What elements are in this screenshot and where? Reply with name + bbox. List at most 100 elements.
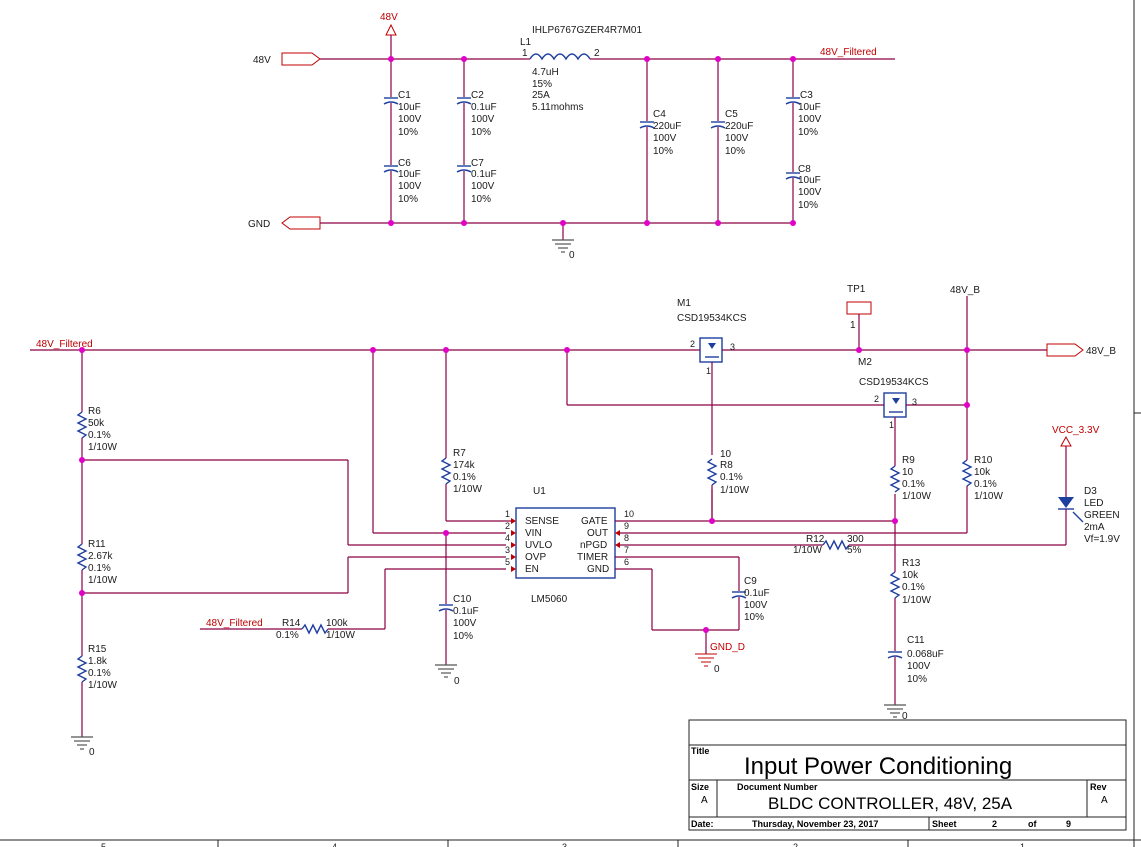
- l1-pin1: 1: [522, 48, 528, 59]
- ground-label-top: 0: [569, 250, 575, 261]
- c8-value: 10uF: [798, 175, 821, 186]
- cap-column-c3-c8: [785, 59, 801, 223]
- r6-tol: 0.1%: [88, 430, 111, 441]
- title-label: Title: [691, 746, 709, 756]
- r11-value: 2.67k: [88, 551, 113, 562]
- c4-volt: 100V: [653, 133, 677, 144]
- c6-volt: 100V: [398, 181, 422, 192]
- r14-tol: 0.1%: [276, 630, 299, 641]
- rev-value: A: [1101, 795, 1108, 806]
- r12-ref: R12: [806, 534, 825, 545]
- u1-num-8: 8: [624, 533, 629, 543]
- sheet-title: Input Power Conditioning: [744, 753, 1012, 780]
- u1-pin-out: OUT: [587, 528, 608, 539]
- u1-pin-sense: SENSE: [525, 516, 559, 527]
- m2-pin1: 1: [889, 420, 894, 430]
- date-label: Date:: [691, 819, 714, 829]
- c8-ref: C8: [798, 164, 811, 175]
- c9-ref: C9: [744, 576, 757, 587]
- c1-ref: C1: [398, 90, 411, 101]
- r15-ref: R15: [88, 644, 107, 655]
- port-gnd[interactable]: GND: [248, 216, 321, 230]
- cap-c3-labels: C3 10uF 100V 10%: [798, 90, 822, 138]
- cap-c8-labels: C8 10uF 100V 10%: [798, 164, 822, 211]
- ground-symbol-c11: 0: [884, 704, 908, 722]
- u1-pin-gnd: GND: [587, 564, 609, 575]
- ic-u1: U1 SENSE VIN UVLO OVP EN GATE OUT nPGD T…: [505, 486, 634, 605]
- c1-tol: 10%: [398, 127, 418, 138]
- l1-dcr: 5.11mohms: [532, 102, 584, 113]
- led-d3: VCC_3.3V D3 LED GREEN 2mA Vf=1.9V: [1052, 425, 1120, 545]
- r8-ref: R8: [720, 460, 733, 471]
- c10-volt: 100V: [453, 618, 477, 629]
- c7-volt: 100V: [471, 181, 495, 192]
- r10-value: 10k: [974, 467, 991, 478]
- u1-num-2: 2: [505, 521, 510, 531]
- resistor-r10: R10 10k 0.1% 1/10W: [961, 455, 1003, 502]
- u1-pin-ovp: OVP: [525, 552, 546, 563]
- c5-tol: 10%: [725, 146, 745, 157]
- u1-num-1: 1: [505, 509, 510, 519]
- ground-symbol-gnd-d: GND_D 0: [695, 642, 745, 675]
- l1-value: 4.7uH: [532, 67, 559, 78]
- of-label: of: [1028, 819, 1037, 829]
- capacitor-c10: C10 0.1uF 100V 10%: [438, 594, 479, 642]
- m1-part: CSD19534KCS: [677, 313, 747, 324]
- c2-value: 0.1uF: [471, 102, 497, 113]
- u1-pin-gate: GATE: [581, 516, 608, 527]
- c3-ref: C3: [800, 90, 813, 101]
- d3-ref: D3: [1084, 486, 1097, 497]
- u1-ref: U1: [533, 486, 546, 497]
- l1-part: IHLP6767GZER4R7M01: [532, 25, 642, 36]
- m1-pin1: 1: [706, 366, 711, 376]
- c11-tol: 10%: [907, 674, 927, 685]
- r9-tol: 0.1%: [902, 479, 925, 490]
- c3-volt: 100V: [798, 114, 822, 125]
- l1-pin2: 2: [594, 48, 600, 59]
- r13-value: 10k: [902, 570, 919, 581]
- sheet-label: Sheet: [932, 819, 957, 829]
- cap-column-c5: [710, 59, 726, 223]
- m1-pin2: 2: [690, 339, 695, 349]
- net-label-48v-b: 48V_B: [1086, 346, 1116, 357]
- u1-pin-timer: TIMER: [577, 552, 608, 563]
- cap-column-c1-c6: [383, 59, 399, 223]
- r15-tol: 0.1%: [88, 668, 111, 679]
- cap-c7-labels: C7 0.1uF 100V 10%: [471, 158, 497, 205]
- c7-ref: C7: [471, 158, 484, 169]
- r14-value: 100k: [326, 618, 349, 629]
- port-48v-b-output[interactable]: 48V_B: [1046, 343, 1116, 357]
- c5-ref: C5: [725, 109, 738, 120]
- c6-ref: C6: [398, 158, 411, 169]
- capacitor-c11: C11 0.068uF 100V 10%: [887, 635, 944, 685]
- resistor-r14: R14 100k 0.1% 1/10W: [276, 618, 355, 641]
- net-label-48v-filtered-top: 48V_Filtered: [820, 47, 877, 58]
- cap-c4-labels: C4 220uF 100V 10%: [653, 109, 681, 157]
- m1-pin3: 3: [730, 342, 735, 352]
- resistor-r11: R11 2.67k 0.1% 1/10W: [76, 539, 117, 586]
- m2-pin2: 2: [874, 394, 879, 404]
- docnum-label: Document Number: [737, 782, 818, 792]
- border-mark-4: 4: [332, 842, 337, 847]
- net-label-48v-top: 48V: [380, 12, 398, 23]
- port-48v-input[interactable]: 48V: [253, 52, 321, 66]
- rev-label: Rev: [1090, 782, 1107, 792]
- u1-pin-en: EN: [525, 564, 539, 575]
- r7-tol: 0.1%: [453, 472, 476, 483]
- c9-volt: 100V: [744, 600, 768, 611]
- cap-c2-labels: C2 0.1uF 100V 10%: [471, 90, 497, 138]
- c11-ref: C11: [907, 635, 925, 646]
- r15-power: 1/10W: [88, 680, 117, 691]
- c4-ref: C4: [653, 109, 666, 120]
- c6-tol: 10%: [398, 194, 418, 205]
- r8-tol: 0.1%: [720, 472, 743, 483]
- resistor-r6: R6 50k 0.1% 1/10W: [76, 406, 117, 453]
- u1-num-9: 9: [624, 521, 629, 531]
- net-label-48v: 48V: [253, 55, 271, 66]
- ground-label-c11: 0: [902, 711, 908, 722]
- r7-power: 1/10W: [453, 484, 482, 495]
- u1-part: LM5060: [531, 594, 568, 605]
